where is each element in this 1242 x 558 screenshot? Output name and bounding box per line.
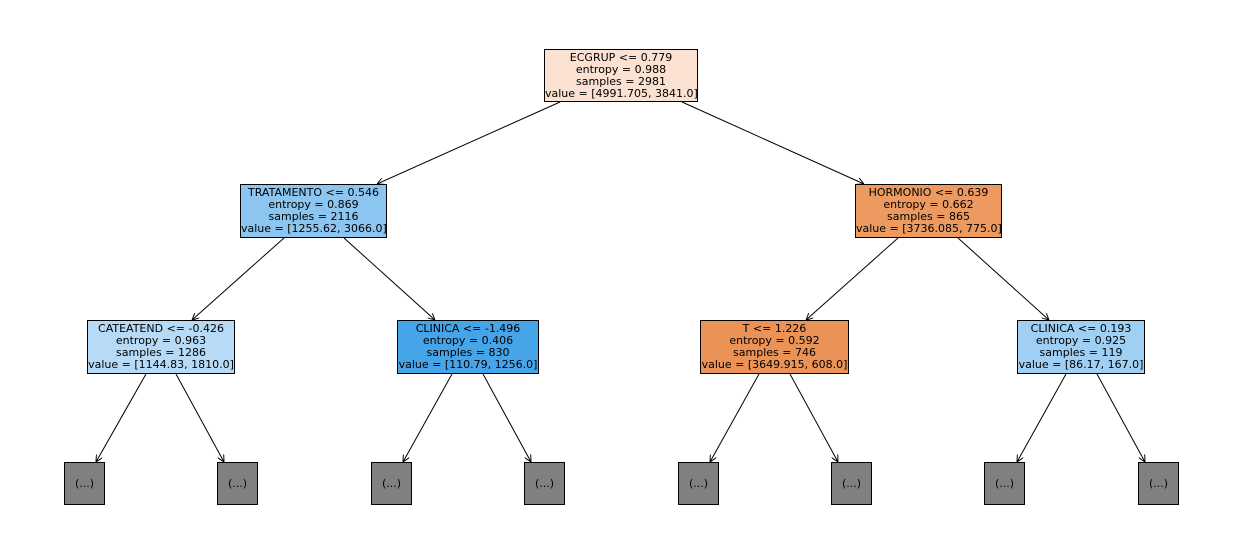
leaf-5: (...): [678, 462, 719, 505]
node-lr: CLINICA <= -1.496 entropy = 0.406 sample…: [397, 320, 539, 374]
edge-rl-leaf2: [789, 373, 838, 462]
edge-left-lr: [343, 237, 435, 320]
node-root: ECGRUP <= 0.779 entropy = 0.988 samples …: [544, 49, 698, 102]
node-left: TRATAMENTO <= 0.546 entropy = 0.869 samp…: [240, 184, 387, 238]
node-ll-value: value = [1144.83, 1810.0]: [88, 358, 234, 371]
node-root-samples: samples = 2981: [576, 75, 666, 88]
edge-root-right: [681, 101, 864, 184]
node-rl-value: value = [3649.915, 608.0]: [701, 358, 848, 371]
node-ll: CATEATEND <= -0.426 entropy = 0.963 samp…: [87, 320, 235, 374]
edge-right-rl: [806, 237, 899, 320]
node-left-value: value = [1255.62, 3066.0]: [241, 222, 387, 235]
node-lr-samples: samples = 830: [426, 346, 510, 359]
node-right-entropy: entropy = 0.662: [883, 198, 974, 211]
node-rl-entropy: entropy = 0.592: [729, 334, 820, 347]
node-root-split: ECGRUP <= 0.779: [569, 51, 673, 64]
edge-root-left: [377, 101, 561, 184]
node-rr-split: CLINICA <= 0.193: [1030, 322, 1132, 335]
node-right-samples: samples = 865: [887, 210, 970, 223]
node-right-split: HORMONIO <= 0.639: [868, 186, 989, 199]
node-rl-split: T <= 1.226: [742, 322, 807, 335]
edge-ll-leaf2: [175, 373, 224, 462]
node-lr-entropy: entropy = 0.406: [422, 334, 514, 347]
node-lr-split: CLINICA <= -1.496: [415, 322, 521, 335]
node-left-split: TRATAMENTO <= 0.546: [248, 186, 379, 199]
edge-rr-leaf1: [1017, 373, 1067, 462]
edge-rr-leaf2: [1096, 373, 1145, 462]
node-rr-entropy: entropy = 0.925: [1035, 334, 1127, 347]
node-left-samples: samples = 2116: [268, 210, 359, 223]
edge-ll-leaf1: [96, 373, 147, 462]
node-ll-samples: samples = 1286: [116, 346, 206, 359]
node-rr: CLINICA <= 0.193 entropy = 0.925 samples…: [1017, 320, 1145, 374]
edge-rl-leaf1: [710, 373, 760, 462]
edge-right-rr: [957, 237, 1049, 320]
leaf-8: (...): [1138, 462, 1179, 505]
node-left-entropy: entropy = 0.869: [268, 198, 359, 211]
edge-lr-leaf1: [403, 373, 453, 462]
node-ll-split: CATEATEND <= -0.426: [98, 322, 224, 335]
node-rl: T <= 1.226 entropy = 0.592 samples = 746…: [700, 320, 849, 374]
edge-lr-leaf2: [482, 373, 531, 462]
leaf-4: (...): [524, 462, 565, 505]
leaf-2: (...): [217, 462, 258, 505]
node-ll-entropy: entropy = 0.963: [115, 334, 207, 347]
leaf-7: (...): [984, 462, 1025, 505]
leaf-1: (...): [64, 462, 105, 505]
node-root-entropy: entropy = 0.988: [575, 63, 667, 76]
edge-left-ll: [192, 237, 285, 320]
node-rl-samples: samples = 746: [733, 346, 816, 359]
node-root-value: value = [4991.705, 3841.0]: [545, 87, 698, 100]
node-right: HORMONIO <= 0.639 entropy = 0.662 sample…: [855, 184, 1002, 238]
node-right-value: value = [3736.085, 775.0]: [856, 222, 1002, 235]
node-lr-value: value = [110.79, 1256.0]: [398, 358, 538, 371]
node-rr-samples: samples = 119: [1039, 346, 1123, 359]
leaf-6: (...): [831, 462, 872, 505]
leaf-3: (...): [371, 462, 412, 505]
node-rr-value: value = [86.17, 167.0]: [1018, 358, 1144, 371]
